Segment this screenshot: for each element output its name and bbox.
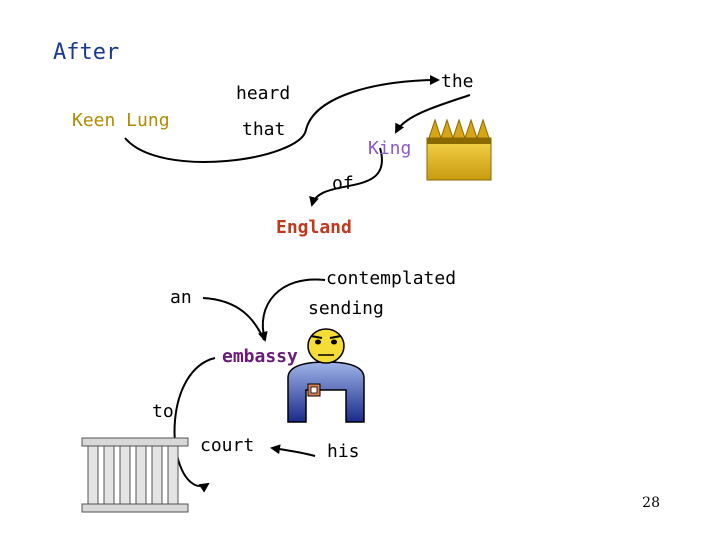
word-of: of [332, 173, 354, 194]
word-the: the [441, 71, 474, 92]
word-that: that [242, 119, 286, 140]
gate-icon [81, 437, 189, 513]
word-an: an [170, 287, 192, 308]
word-his: his [327, 441, 360, 462]
word-heard: heard [236, 83, 291, 104]
word-sending: sending [308, 298, 384, 319]
page-number: 28 [642, 495, 660, 511]
word-king: King [368, 138, 412, 159]
word-embassy: embassy [222, 346, 298, 367]
arrow-contemplated-to-embassy [258, 278, 326, 342]
slide-title: After [53, 40, 120, 65]
arrow-his-to-court [270, 444, 316, 457]
arrow-embassy-to-court [173, 357, 216, 493]
word-england: England [276, 217, 352, 238]
word-court: court [200, 435, 255, 456]
arrow-of-to-england [309, 147, 383, 207]
word-contemplated: contemplated [326, 268, 457, 289]
arrow-an-to-embassy [202, 297, 265, 341]
arrow-keenlung-to-the [124, 75, 440, 163]
crown-icon [426, 118, 492, 181]
arrow-the-to-king [395, 94, 471, 134]
word-to: to [152, 401, 174, 422]
person-icon [287, 328, 365, 423]
word-keen-lung: Keen Lung [72, 110, 170, 131]
